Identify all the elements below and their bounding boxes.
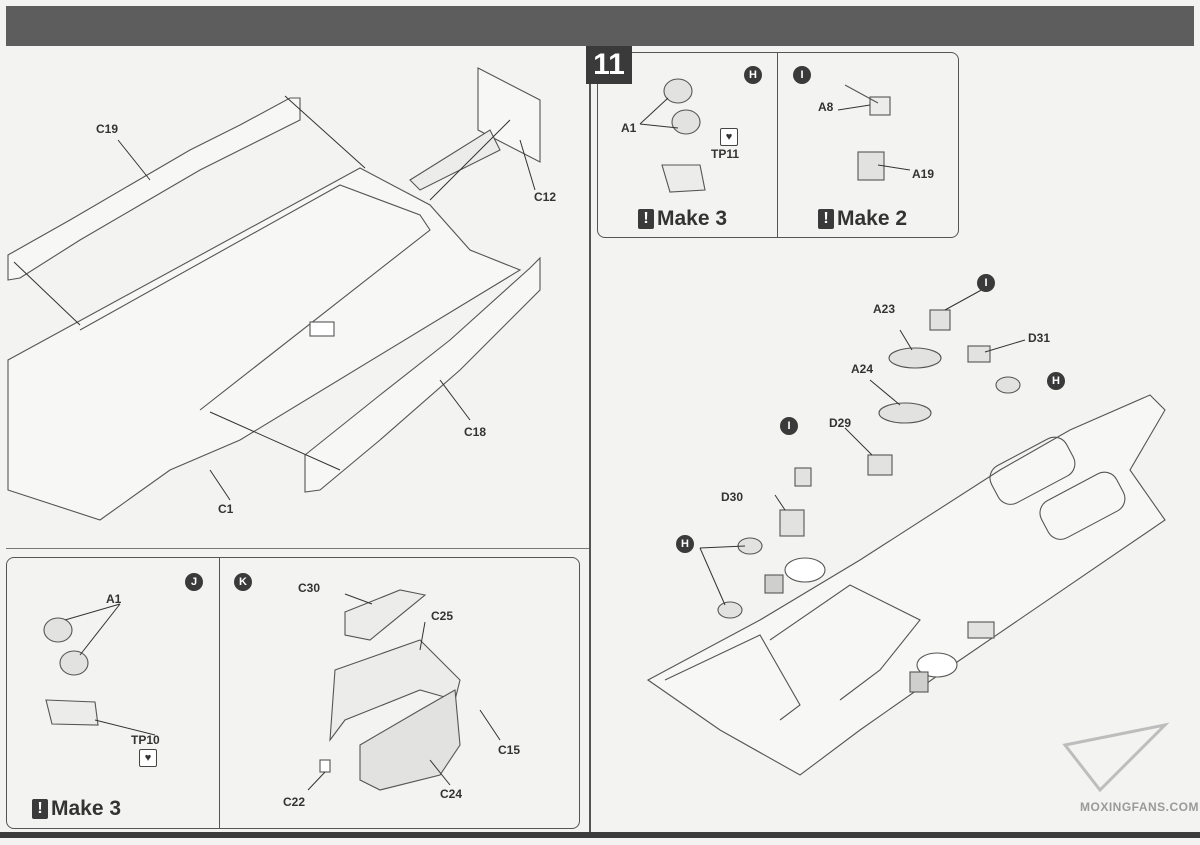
warning-icon: ! (818, 209, 834, 229)
sub-panel-divider (777, 52, 778, 237)
label-d31: D31 (1028, 331, 1051, 345)
part-c12-drawing (477, 67, 541, 163)
make-text-h: Make 3 (657, 207, 728, 230)
make-text-i: Make 2 (837, 207, 908, 230)
label-tp11: TP11 (711, 147, 740, 161)
label-a1-h: A1 (621, 121, 637, 135)
label-a24: A24 (851, 362, 874, 376)
step-number-badge: 11 (586, 46, 632, 84)
part-c19-drawing (7, 97, 301, 281)
make-text-j: Make 3 (51, 797, 122, 820)
label-a23: A23 (873, 302, 896, 316)
circle-j-badge: J (185, 573, 203, 591)
make-count-j: !Make 3 (32, 797, 121, 821)
heart-icon: ♥ (139, 749, 157, 767)
circle-h-left: H (676, 535, 694, 553)
label-a8: A8 (818, 100, 834, 114)
label-d29: D29 (829, 416, 852, 430)
circle-k-badge: K (234, 573, 252, 591)
make-count-h: !Make 3 (638, 207, 727, 231)
part-c24-drawing (359, 689, 461, 791)
label-c15: C15 (498, 743, 521, 757)
circle-h-badge: H (744, 66, 762, 84)
label-c18: C18 (464, 425, 487, 439)
warning-icon: ! (638, 209, 654, 229)
circle-h-right: H (1047, 372, 1065, 390)
main-hull-floor-drawing (646, 394, 1166, 776)
circle-i-left: I (780, 417, 798, 435)
heart-icon: ♥ (720, 128, 738, 146)
label-tp10: TP10 (131, 733, 160, 747)
watermark: MOXINGFANS.COM (1080, 800, 1200, 814)
part-c1-drawing (7, 167, 522, 521)
label-c24: C24 (440, 787, 463, 801)
part-c25-drawing (329, 639, 461, 742)
vertical-divider (589, 46, 591, 834)
footer-bar (0, 832, 1200, 838)
label-d30: D30 (721, 490, 744, 504)
warning-icon: ! (32, 799, 48, 819)
label-c12: C12 (534, 190, 557, 204)
sub-panel-h-i (597, 52, 959, 238)
label-c22: C22 (283, 795, 306, 809)
make-count-i: !Make 2 (818, 207, 907, 231)
label-c25: C25 (431, 609, 454, 623)
label-a19: A19 (912, 167, 935, 181)
part-c30-drawing (344, 589, 427, 641)
label-a1-j: A1 (106, 592, 122, 606)
label-c1: C1 (218, 502, 234, 516)
part-c18-drawing (304, 256, 541, 493)
header-bar (6, 6, 1194, 46)
label-c30: C30 (298, 581, 321, 595)
sub-panel-jk-divider (219, 557, 220, 828)
horizontal-divider (6, 548, 589, 549)
circle-i-badge: I (793, 66, 811, 84)
label-c19: C19 (96, 122, 119, 136)
circle-i-top: I (977, 274, 995, 292)
sub-panel-j-k (6, 557, 580, 829)
